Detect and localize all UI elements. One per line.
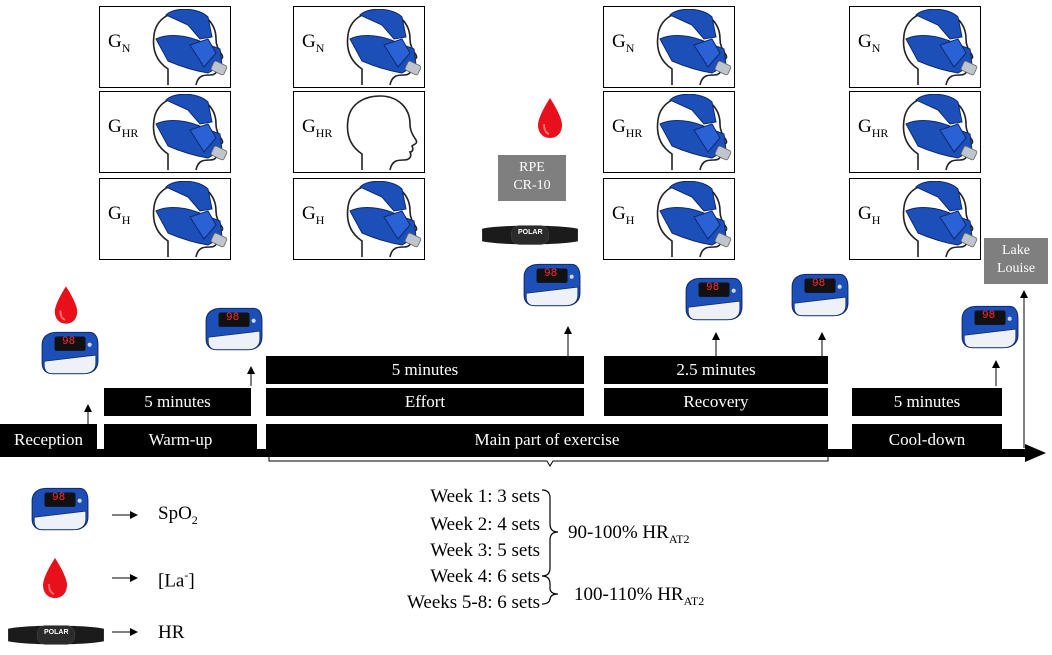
louise-label: Louise [996, 261, 1036, 276]
group-label-gh: GH [612, 203, 635, 227]
oximeter-readout: 98 [62, 336, 76, 348]
group-label-gh: GH [858, 203, 881, 227]
heart-rate-strap-icon: POLAR [480, 220, 580, 250]
group-panel-gn-col4: GN [849, 6, 981, 88]
week-row-2: Week 2: 4 sets [430, 514, 540, 535]
effort-duration-bar: 5 minutes [266, 356, 584, 384]
recovery-duration-bar: 2.5 minutes [604, 356, 828, 384]
group-panel-gh-col2: GH [293, 178, 425, 260]
intensity-90-100: 90-100% HRAT2 [568, 522, 690, 546]
group-label-gn: GN [858, 31, 881, 55]
main-part-bar: Main part of exercise [266, 424, 828, 456]
cr10-label: CR-10 [513, 178, 551, 193]
week-row-4: Week 4: 6 sets [430, 566, 540, 587]
effort-bar: Effort [266, 388, 584, 416]
oximeter-icon: 98 [28, 486, 90, 532]
recovery-bar: Recovery [604, 388, 828, 416]
oximeter-icon: 98 [958, 304, 1020, 350]
intensity-100-110: 100-110% HRAT2 [574, 584, 705, 608]
rpe-cr10-box: RPE CR-10 [498, 155, 566, 201]
warmup-bar: Warm-up [104, 424, 257, 456]
group-label-ghr: GHR [108, 116, 139, 140]
week-brackets [541, 489, 559, 605]
warmup-duration-bar: 5 minutes [104, 388, 251, 416]
legend-lactate: [La-] [158, 568, 195, 592]
group-label-gn: GN [612, 31, 635, 55]
oximeter-readout: 98 [226, 312, 240, 324]
group-panel-ghr-col2: GHR [293, 91, 425, 173]
week-row-5: Weeks 5-8: 6 sets [406, 592, 540, 613]
oximeter-icon: 98 [682, 276, 744, 322]
group-label-gh: GH [302, 203, 325, 227]
oximeter-readout: 98 [982, 310, 996, 322]
group-label-ghr: GHR [858, 116, 889, 140]
group-panel-ghr-col4: GHR [849, 91, 981, 173]
group-label-gh: GH [108, 203, 131, 227]
group-panel-gh-col4: GH [849, 178, 981, 260]
group-label-gn: GN [108, 31, 131, 55]
legend-spo2: SpO2 [158, 503, 198, 527]
legend-hr: HR [158, 622, 185, 643]
group-panel-ghr-col1: GHR [99, 91, 231, 173]
group-label-ghr: GHR [612, 116, 643, 140]
group-panel-gh-col1: GH [99, 178, 231, 260]
group-label-ghr: GHR [302, 116, 333, 140]
reception-bar: Reception [0, 424, 97, 456]
oximeter-icon: 98 [38, 330, 100, 376]
group-panel-gn-col3: GN [603, 6, 735, 88]
group-panel-gn-col2: GN [293, 6, 425, 88]
heart-rate-strap-icon: POLAR [6, 620, 106, 650]
strap-brand-label: POLAR [44, 629, 69, 636]
main-part-brace [268, 456, 829, 467]
group-panel-gn-col1: GN [99, 6, 231, 88]
week-row-3: Week 3: 5 sets [430, 540, 540, 561]
week-row-1: Week 1: 3 sets [430, 486, 540, 507]
oximeter-readout: 98 [812, 278, 826, 290]
oximeter-icon: 98 [202, 306, 264, 352]
cooldown-bar: Cool-down [852, 424, 1002, 456]
strap-brand-label: POLAR [518, 229, 543, 236]
lake-louise-box: Lake Louise [984, 238, 1048, 284]
oximeter-icon: 98 [520, 262, 582, 308]
group-label-gn: GN [302, 31, 325, 55]
oximeter-readout: 98 [544, 268, 558, 280]
rpe-label: RPE [519, 160, 545, 175]
oximeter-readout: 98 [706, 282, 720, 294]
group-panel-gh-col3: GH [603, 178, 735, 260]
lake-label: Lake [1002, 243, 1030, 258]
oximeter-readout: 98 [52, 492, 66, 504]
cooldown-duration-bar: 5 minutes [852, 388, 1002, 416]
oximeter-icon: 98 [788, 272, 850, 318]
group-panel-ghr-col3: GHR [603, 91, 735, 173]
